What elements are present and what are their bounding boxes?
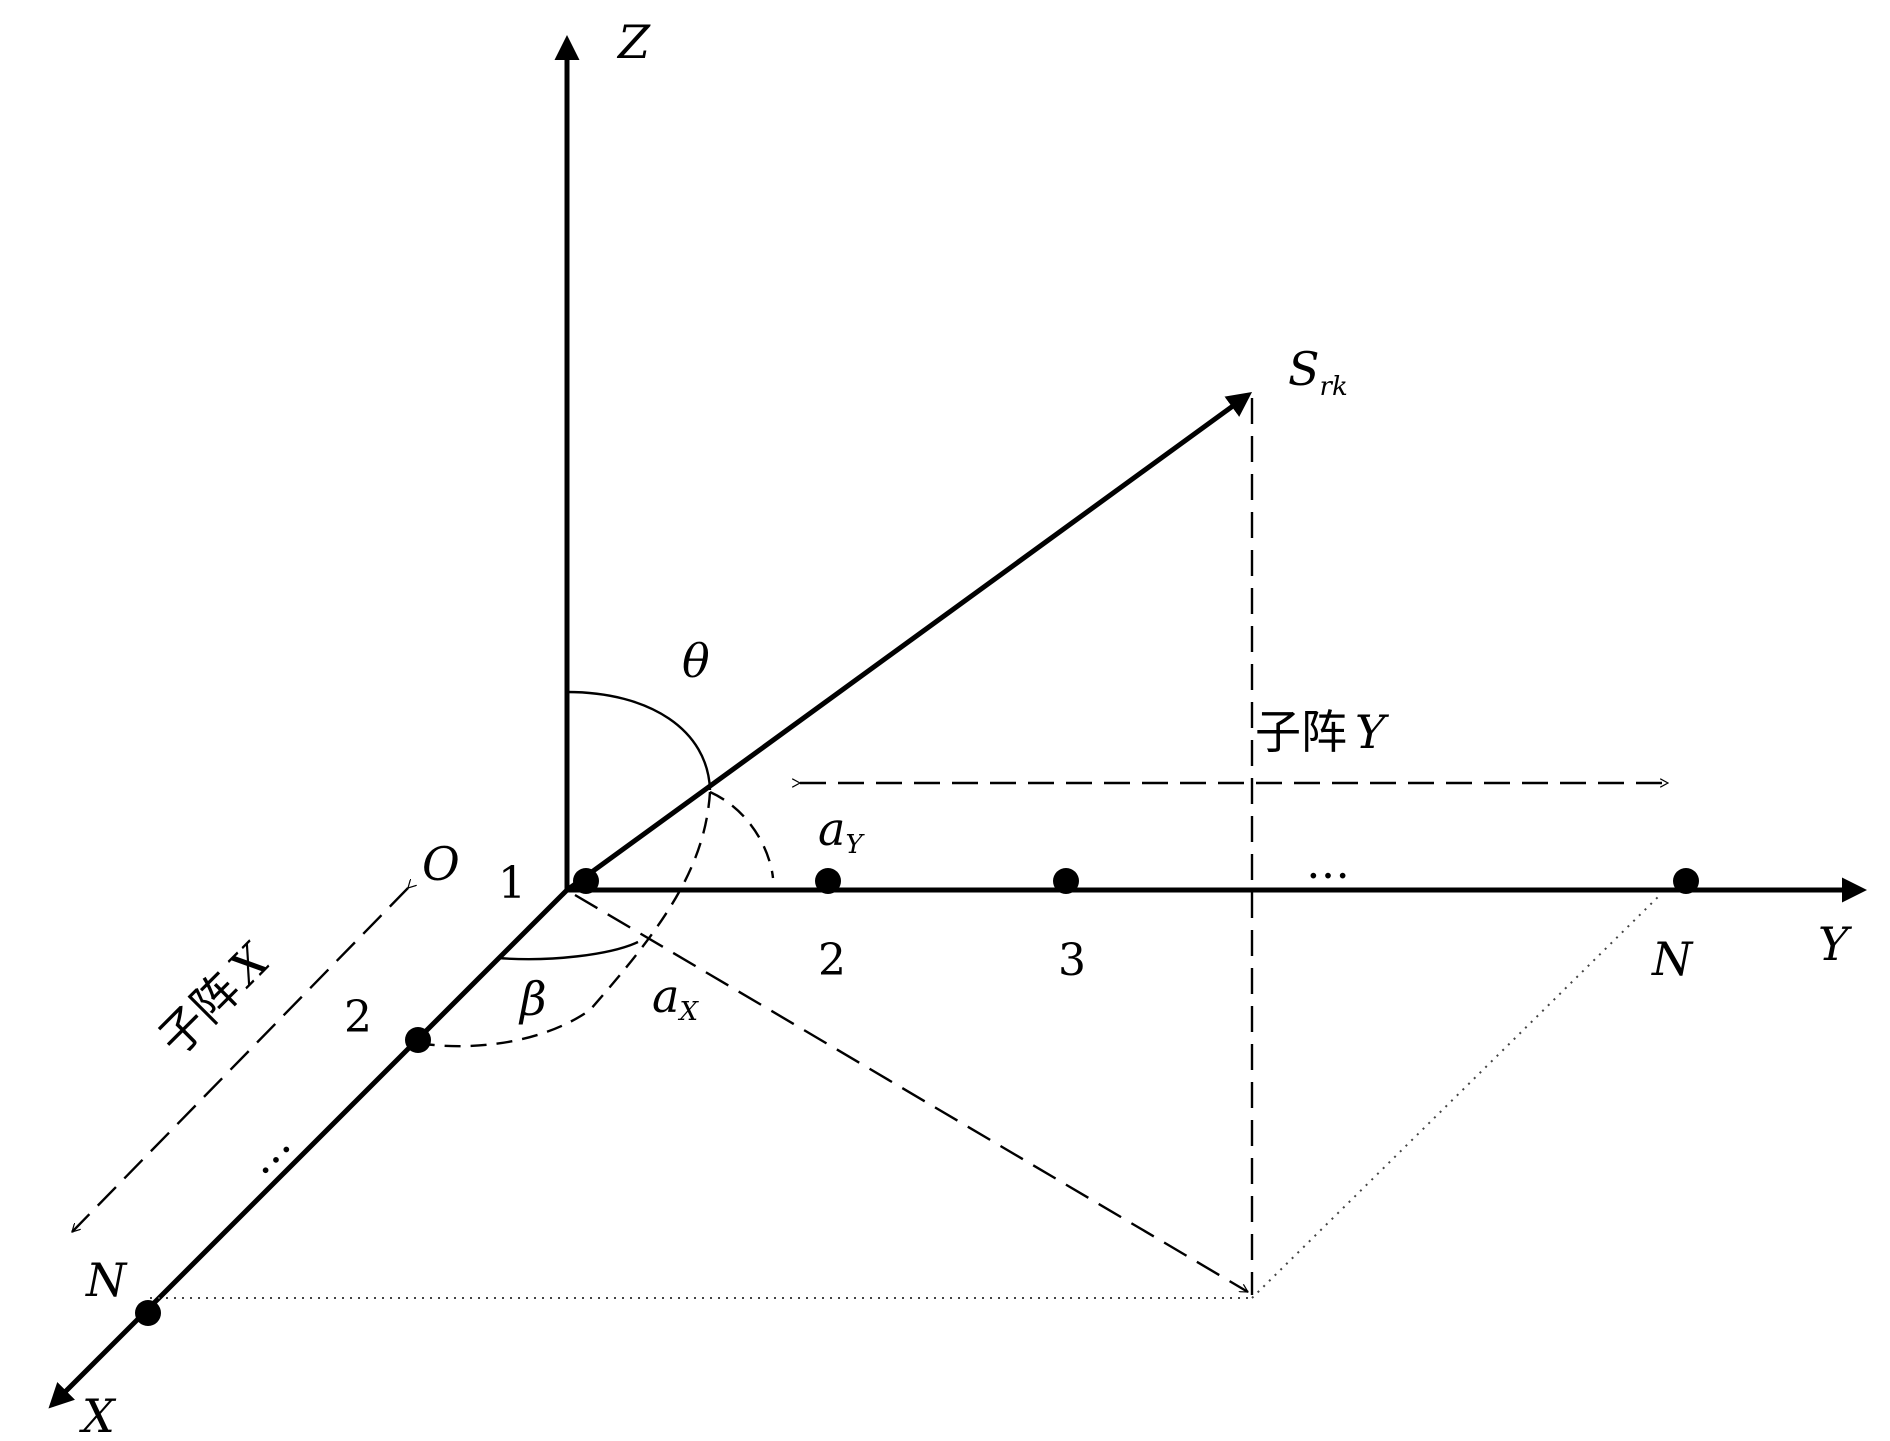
sensor-x-n <box>135 1300 161 1326</box>
signal-vector <box>565 392 1253 893</box>
y-element-1-label: 1 <box>498 858 526 909</box>
ax-label: aX <box>652 969 699 1027</box>
ay-label: aY <box>818 802 865 860</box>
sensor-y-2 <box>815 868 841 894</box>
subarray-x-label: 子阵X <box>148 932 282 1066</box>
x-element-2-label: 2 <box>344 992 372 1043</box>
x-axis-label: X <box>79 1389 117 1441</box>
ground-projection-line <box>574 893 1248 1294</box>
sensor-y-n <box>1673 868 1699 894</box>
x-element-n-label: N <box>85 1253 128 1307</box>
y-element-2-label: 2 <box>818 935 846 986</box>
z-axis-label: Z <box>616 15 651 69</box>
sensor-y-3 <box>1053 868 1079 894</box>
signal-label: Srk <box>1288 342 1348 402</box>
y-projection-dotted-line <box>1251 894 1661 1299</box>
theta-label: θ <box>682 634 710 688</box>
origin-label: O <box>422 837 460 891</box>
y-element-n-label: N <box>1651 932 1694 986</box>
sensor-x-2 <box>405 1027 431 1053</box>
x-axis <box>48 888 569 1409</box>
beta-arc <box>497 940 639 961</box>
subarray-x-range-arrow <box>72 888 408 1232</box>
beta-label: β <box>518 972 547 1026</box>
sensor-1 <box>573 868 599 894</box>
y-element-3-label: 3 <box>1058 935 1086 986</box>
y-axis-label: Y <box>1818 917 1853 971</box>
theta-arc <box>566 690 712 791</box>
y-ellipsis: … <box>1306 838 1350 889</box>
ay-arc <box>709 790 775 879</box>
ax-arc <box>424 791 712 1048</box>
x-ellipsis: … <box>234 1118 301 1185</box>
